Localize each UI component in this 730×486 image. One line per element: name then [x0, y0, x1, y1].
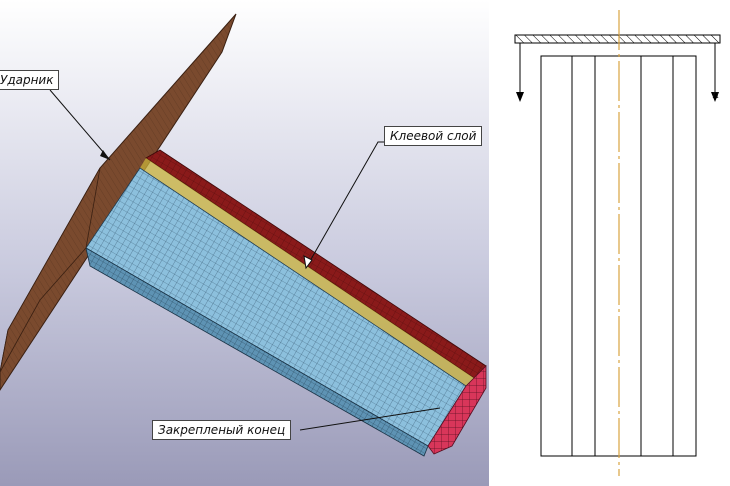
striker-bar — [514, 34, 721, 44]
fixed-end-label: Закрепленый конец — [152, 420, 292, 440]
schematic-drawing — [514, 10, 721, 476]
striker-label: Ударник — [0, 70, 60, 90]
fe-model-panel: Ударник Клеевой слой Закрепленый конец — [0, 0, 489, 486]
leader-fixed — [299, 407, 441, 431]
leader-glue-arrow — [303, 255, 313, 270]
leader-striker-arrow — [100, 150, 110, 160]
leader-glue — [305, 141, 384, 269]
fixed-end-block — [427, 365, 487, 455]
load-label: n — [712, 88, 720, 101]
leader-striker — [49, 89, 111, 161]
schematic-panel: n — [489, 0, 730, 486]
fe-model-drawing — [0, 13, 487, 457]
adhesive-band — [140, 158, 474, 386]
load-arrow-right-head — [711, 92, 719, 102]
load-arrow-left-head — [516, 92, 524, 102]
beam-top-face — [85, 167, 467, 447]
beam-side-face — [85, 247, 429, 457]
striker-plate-front — [0, 167, 101, 373]
glue-layer-label: Клеевой слой — [384, 126, 483, 146]
